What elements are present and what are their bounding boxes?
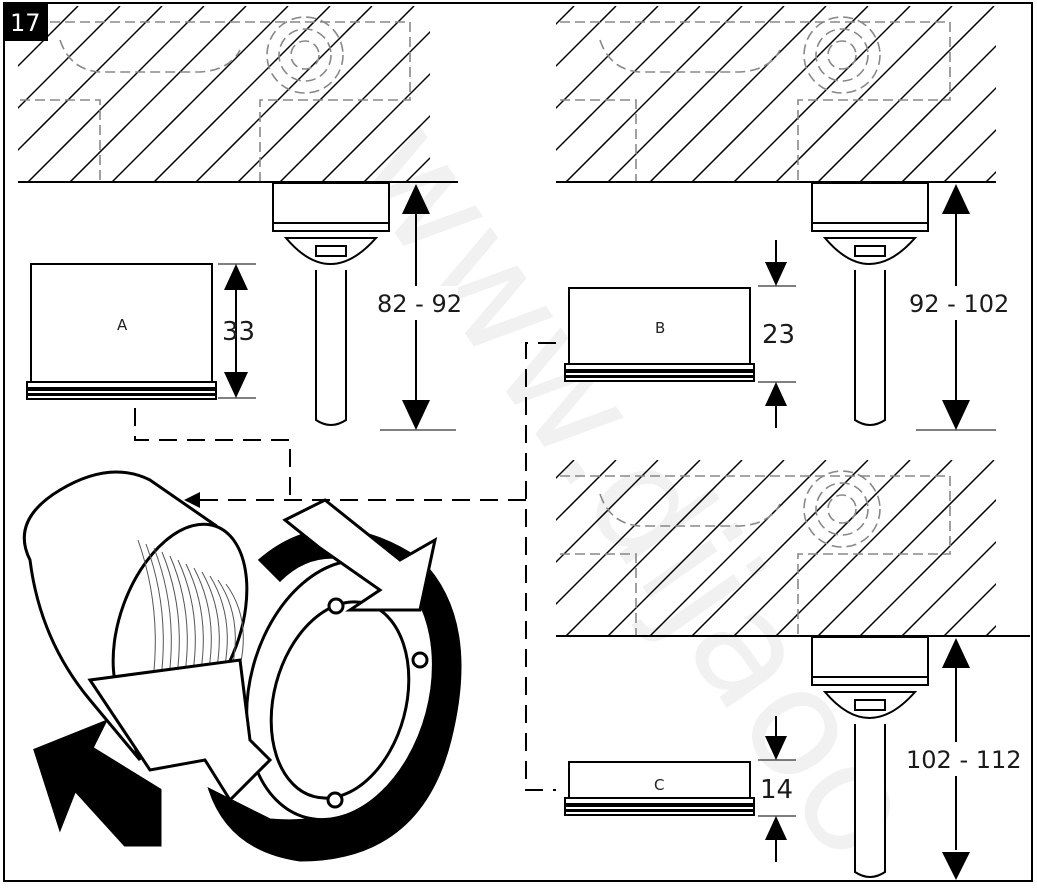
dim-92-102-label: 92 - 102 — [909, 290, 1009, 318]
insert-b-dim-arrow-bottom — [765, 382, 787, 406]
insert-a-dim-arrow-top — [224, 264, 248, 290]
insert-b-label: B — [655, 319, 665, 337]
leader-arrow-head — [184, 492, 200, 508]
dim-102-112-arrow-bottom — [942, 852, 970, 880]
diagram-frame — [3, 2, 1033, 882]
insert-c-height: 14 — [760, 775, 793, 805]
insert-a-dim-arrow-bottom — [224, 372, 248, 398]
dim-82-92-arrow-bottom — [402, 400, 430, 430]
dim-82-92-label: 82 - 92 — [377, 290, 462, 318]
drain-body-top-right — [811, 182, 929, 426]
drain-body-top-left — [272, 182, 390, 426]
concrete-slab-top-right — [556, 6, 996, 182]
leader-lines — [134, 342, 556, 791]
step-number: 17 — [10, 9, 41, 37]
insert-b-dim-arrow-top — [765, 262, 787, 286]
concrete-slab-top-left — [18, 6, 430, 182]
dim-102-112-label: 102 - 112 — [906, 746, 1022, 774]
insert-c-dim-arrow-top — [765, 736, 787, 760]
concrete-slab-bottom-right — [556, 460, 996, 636]
insert-b-ring — [564, 287, 755, 382]
insert-c-label: C — [654, 776, 664, 794]
insert-perspective-illustration — [22, 470, 462, 862]
insert-a-ring — [26, 263, 217, 400]
insert-a-label: A — [117, 316, 128, 334]
drain-body-bottom-right — [811, 636, 929, 878]
insert-c-ring — [564, 761, 755, 816]
insert-b-height: 23 — [762, 320, 795, 350]
dim-92-102-arrow-top — [942, 184, 970, 214]
dim-92-102-arrow-bottom — [942, 400, 970, 430]
dim-102-112-arrow-top — [942, 638, 970, 668]
step-badge — [4, 3, 48, 41]
insert-c-dim-arrow-bottom — [765, 816, 787, 840]
dim-82-92-arrow-top — [402, 184, 430, 214]
insert-a-height: 33 — [222, 317, 255, 347]
